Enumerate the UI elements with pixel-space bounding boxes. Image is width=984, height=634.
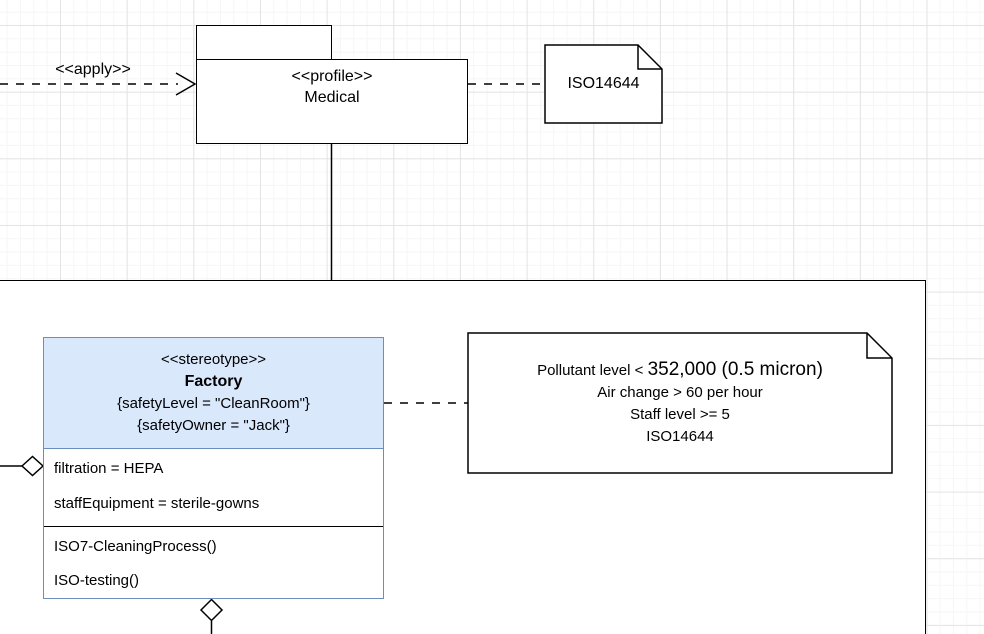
factory-operation-1: ISO7-CleaningProcess() — [54, 538, 217, 555]
bottom-aggregation-diamond-icon — [199, 598, 224, 622]
constraint-line-1: Pollutant level < 352,000 (0.5 micron) — [537, 358, 823, 380]
factory-class-attributes[interactable]: filtration = HEPA staffEquipment = steri… — [44, 449, 383, 527]
iso-note-text: ISO14644 — [567, 75, 640, 92]
apply-open-arrowhead — [175, 72, 197, 96]
factory-tagged-value-1: {safetyLevel = "CleanRoom"} — [117, 395, 310, 412]
constraint-line-4: ISO14644 — [646, 427, 714, 445]
profile-package-name: Medical — [304, 89, 360, 106]
factory-attribute-1: filtration = HEPA — [54, 460, 164, 477]
factory-operation-2: ISO-testing() — [54, 572, 140, 589]
factory-class-header[interactable]: <<stereotype>> Factory {safetyLevel = "C… — [44, 338, 383, 449]
note-outline-icon — [467, 332, 893, 474]
factory-attribute-2: staffEquipment = sterile-gowns — [54, 495, 260, 512]
iso-note-shape[interactable]: ISO14644 — [544, 44, 663, 124]
profile-package-shape[interactable]: <<profile>> Medical — [196, 59, 468, 144]
factory-class[interactable]: <<stereotype>> Factory {safetyLevel = "C… — [43, 337, 384, 599]
profile-package-stereotype: <<profile>> — [291, 68, 373, 85]
note-outline-icon — [544, 44, 663, 124]
factory-class-name: Factory — [184, 373, 243, 390]
factory-class-stereotype: <<stereotype>> — [160, 351, 267, 368]
apply-edge-label: <<apply>> — [55, 61, 131, 78]
left-aggregation-diamond-icon — [20, 455, 45, 477]
factory-tagged-value-2: {safetyOwner = "Jack"} — [137, 417, 290, 434]
constraint-line-1-value: 352,000 (0.5 micron) — [647, 358, 823, 380]
factory-class-operations[interactable]: ISO7-CleaningProcess() ISO-testing() — [44, 527, 383, 598]
profile-package-tab[interactable] — [196, 25, 332, 61]
constraint-note-shape[interactable]: Pollutant level < 352,000 (0.5 micron) A… — [467, 332, 893, 474]
constraint-line-3: Staff level >= 5 — [630, 405, 730, 423]
constraint-line-2: Air change > 60 per hour — [597, 383, 763, 401]
